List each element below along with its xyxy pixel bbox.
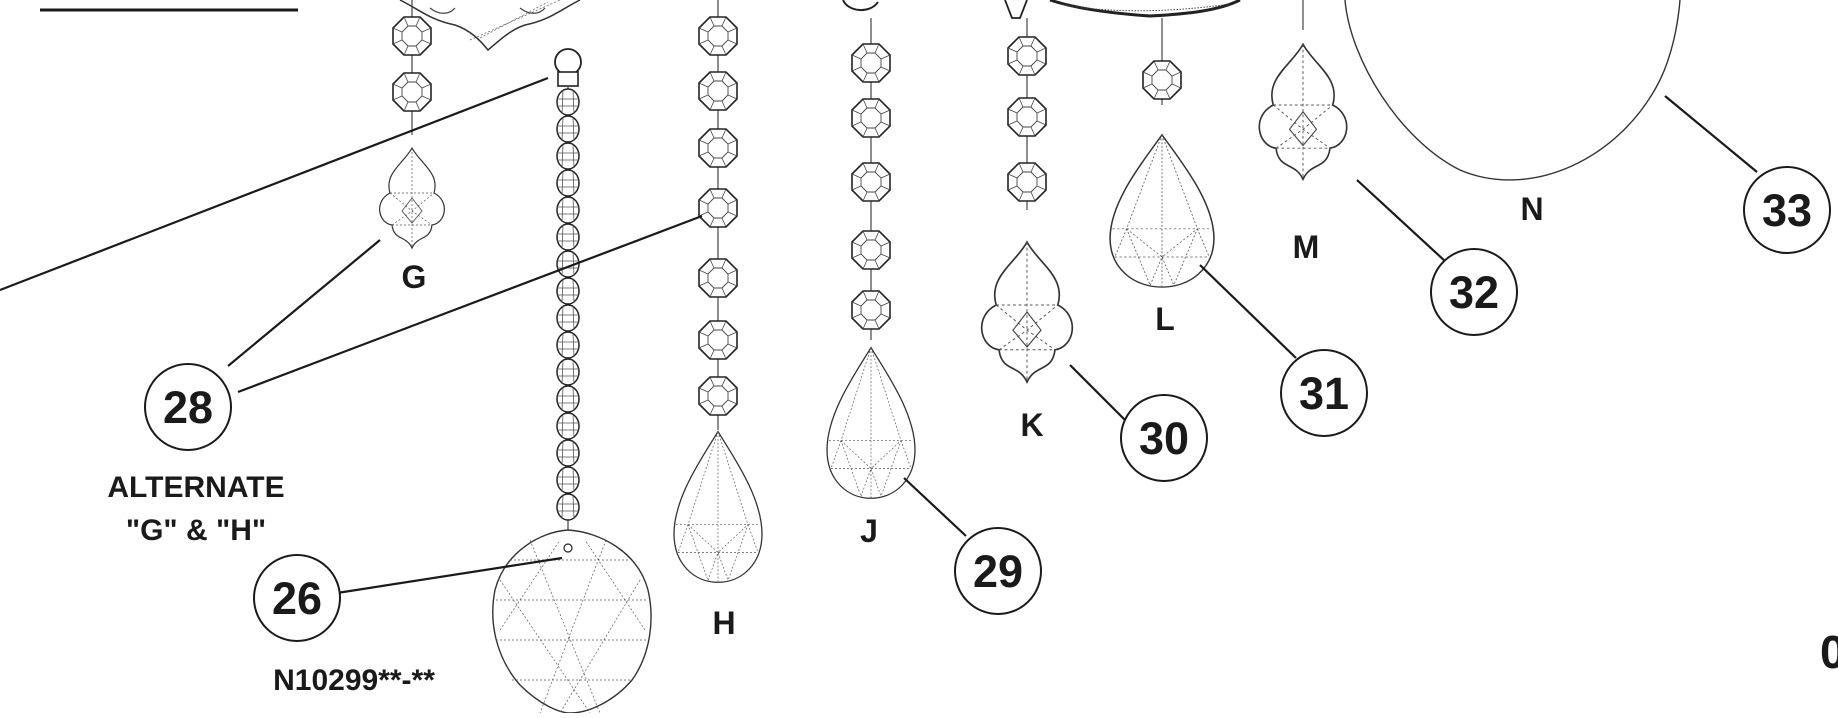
callout-26-number: 26 [272, 573, 322, 624]
callout-28-number: 28 [163, 382, 213, 433]
label-g: G [402, 259, 427, 295]
ornament-top-left [40, 0, 581, 52]
ornament-top-right [1049, 0, 1241, 18]
crystal-m [1258, 0, 1348, 181]
hook-j-top [842, 0, 879, 11]
label-j: J [860, 513, 878, 549]
callout-33-number: 33 [1762, 185, 1812, 236]
caption-part-number: N10299**-** [273, 664, 435, 697]
leader-lines [0, 76, 1758, 595]
label-m: M [1293, 229, 1320, 265]
callout-28: 28 [144, 363, 232, 451]
callout-26: 26 [253, 554, 341, 642]
label-h: H [712, 605, 735, 641]
crystal-strand-k [980, 18, 1074, 383]
callout-33: 33 [1743, 166, 1831, 254]
callout-32-number: 32 [1449, 267, 1499, 318]
crystal-strand-h [673, 0, 763, 583]
callout-30-number: 30 [1139, 413, 1189, 464]
crystal-strand-j [826, 18, 916, 499]
callout-31-number: 31 [1299, 368, 1349, 419]
oval-mirror-n [1344, 0, 1681, 181]
crystal-strand-ball-26 [492, 48, 652, 714]
crystal-strand-g [379, 0, 445, 249]
label-l: L [1155, 301, 1175, 337]
label-n: N [1520, 191, 1543, 227]
callout-31: 31 [1280, 349, 1368, 437]
callout-29-number: 29 [973, 546, 1023, 597]
caption-alternate-g-h: "G" & "H" [126, 514, 266, 547]
callout-32: 32 [1430, 248, 1518, 336]
callout-30: 30 [1120, 394, 1208, 482]
crystal-strand-l [1109, 18, 1215, 288]
callout-29: 29 [954, 527, 1042, 615]
caption-alternate: ALTERNATE [107, 471, 284, 504]
edge-fragment-text: 0 [1820, 626, 1838, 678]
hook-k-top [1004, 0, 1028, 19]
label-k: K [1020, 407, 1043, 443]
